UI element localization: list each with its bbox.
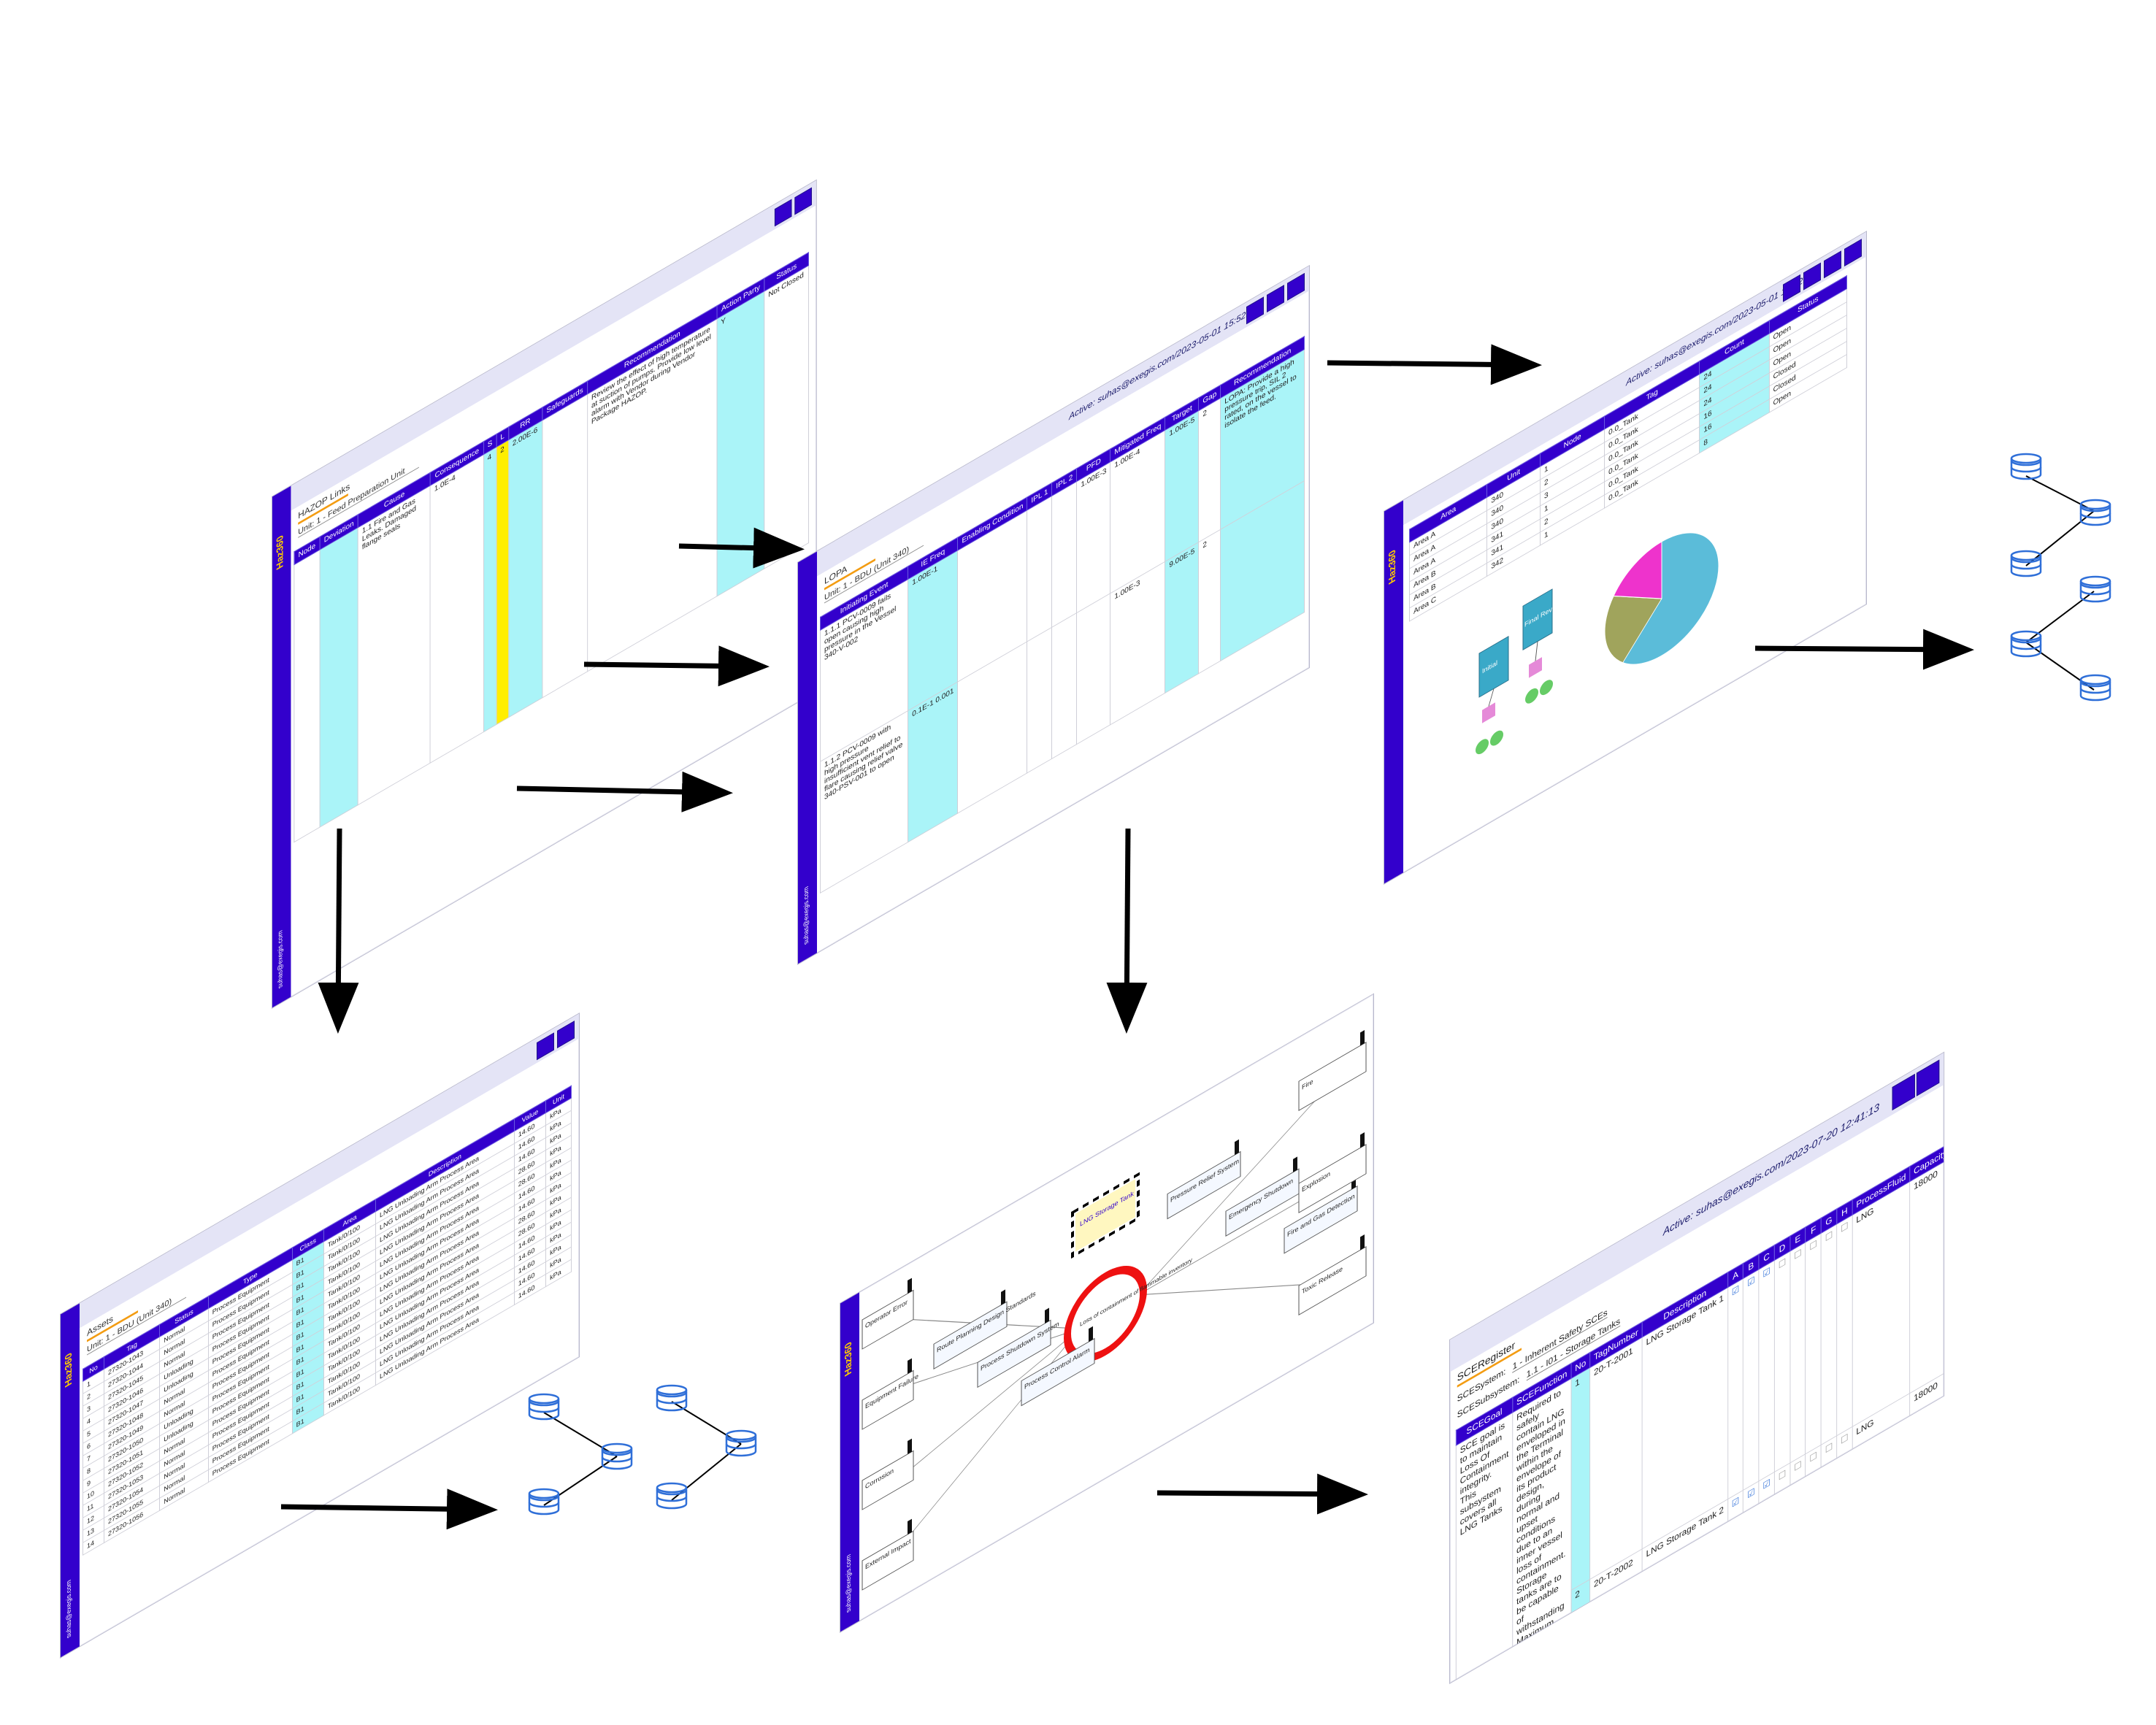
db-cluster-bottom [528,1384,757,1515]
db-link [2025,475,2095,512]
org-node [1478,636,1509,698]
arrow-right [516,771,733,812]
db-link [543,1412,618,1457]
panel-bowtie: Haz360 suhas@exegis.com LNG Storage Tank [840,993,1374,1633]
org-node [1482,702,1495,723]
arrow-down [1106,828,1148,1034]
org-node [1529,657,1542,678]
panel-dashboard: Haz360 Active: suhas@exegis.com/2023-05-… [1384,231,1867,885]
org-leaf [1525,688,1538,704]
database-icon [2010,630,2042,658]
db-link [2025,510,2095,566]
arrow-right [1754,629,1974,670]
database-icon [2079,499,2111,526]
database-icon [725,1429,757,1457]
database-icon [656,1482,688,1510]
pie-slice[interactable] [1622,509,1719,678]
database-icon [2079,674,2111,702]
database-icon [601,1442,633,1470]
db-link [543,1456,618,1506]
org-leaf [1540,680,1553,696]
database-icon [2079,575,2111,603]
arrow-right [583,645,770,687]
database-icon [528,1393,560,1421]
database-icon [528,1488,560,1515]
db-cluster-right [2010,453,2111,702]
database-icon [2010,453,2042,480]
arrow-right [1156,1473,1368,1515]
consequence-box[interactable]: Fire [1298,1029,1367,1111]
database-icon [2010,550,2042,577]
bowtie-diagram: LNG Storage Tank Loss of containment of … [862,1029,1367,1591]
arrow-down [318,828,359,1034]
arrow-right [678,527,805,569]
arrow-right [280,1488,498,1530]
pie-slice[interactable] [1604,568,1662,673]
dashboard-graphics: Initial Final Review [1476,509,1719,755]
pie-slice[interactable] [1613,541,1662,626]
org-leaf [1476,739,1489,755]
pie-chart [1604,509,1719,678]
database-icon [656,1384,688,1412]
arrow-right [1327,344,1542,385]
org-leaf [1490,730,1503,746]
hazard-box[interactable]: LNG Storage Tank [1071,1172,1140,1259]
